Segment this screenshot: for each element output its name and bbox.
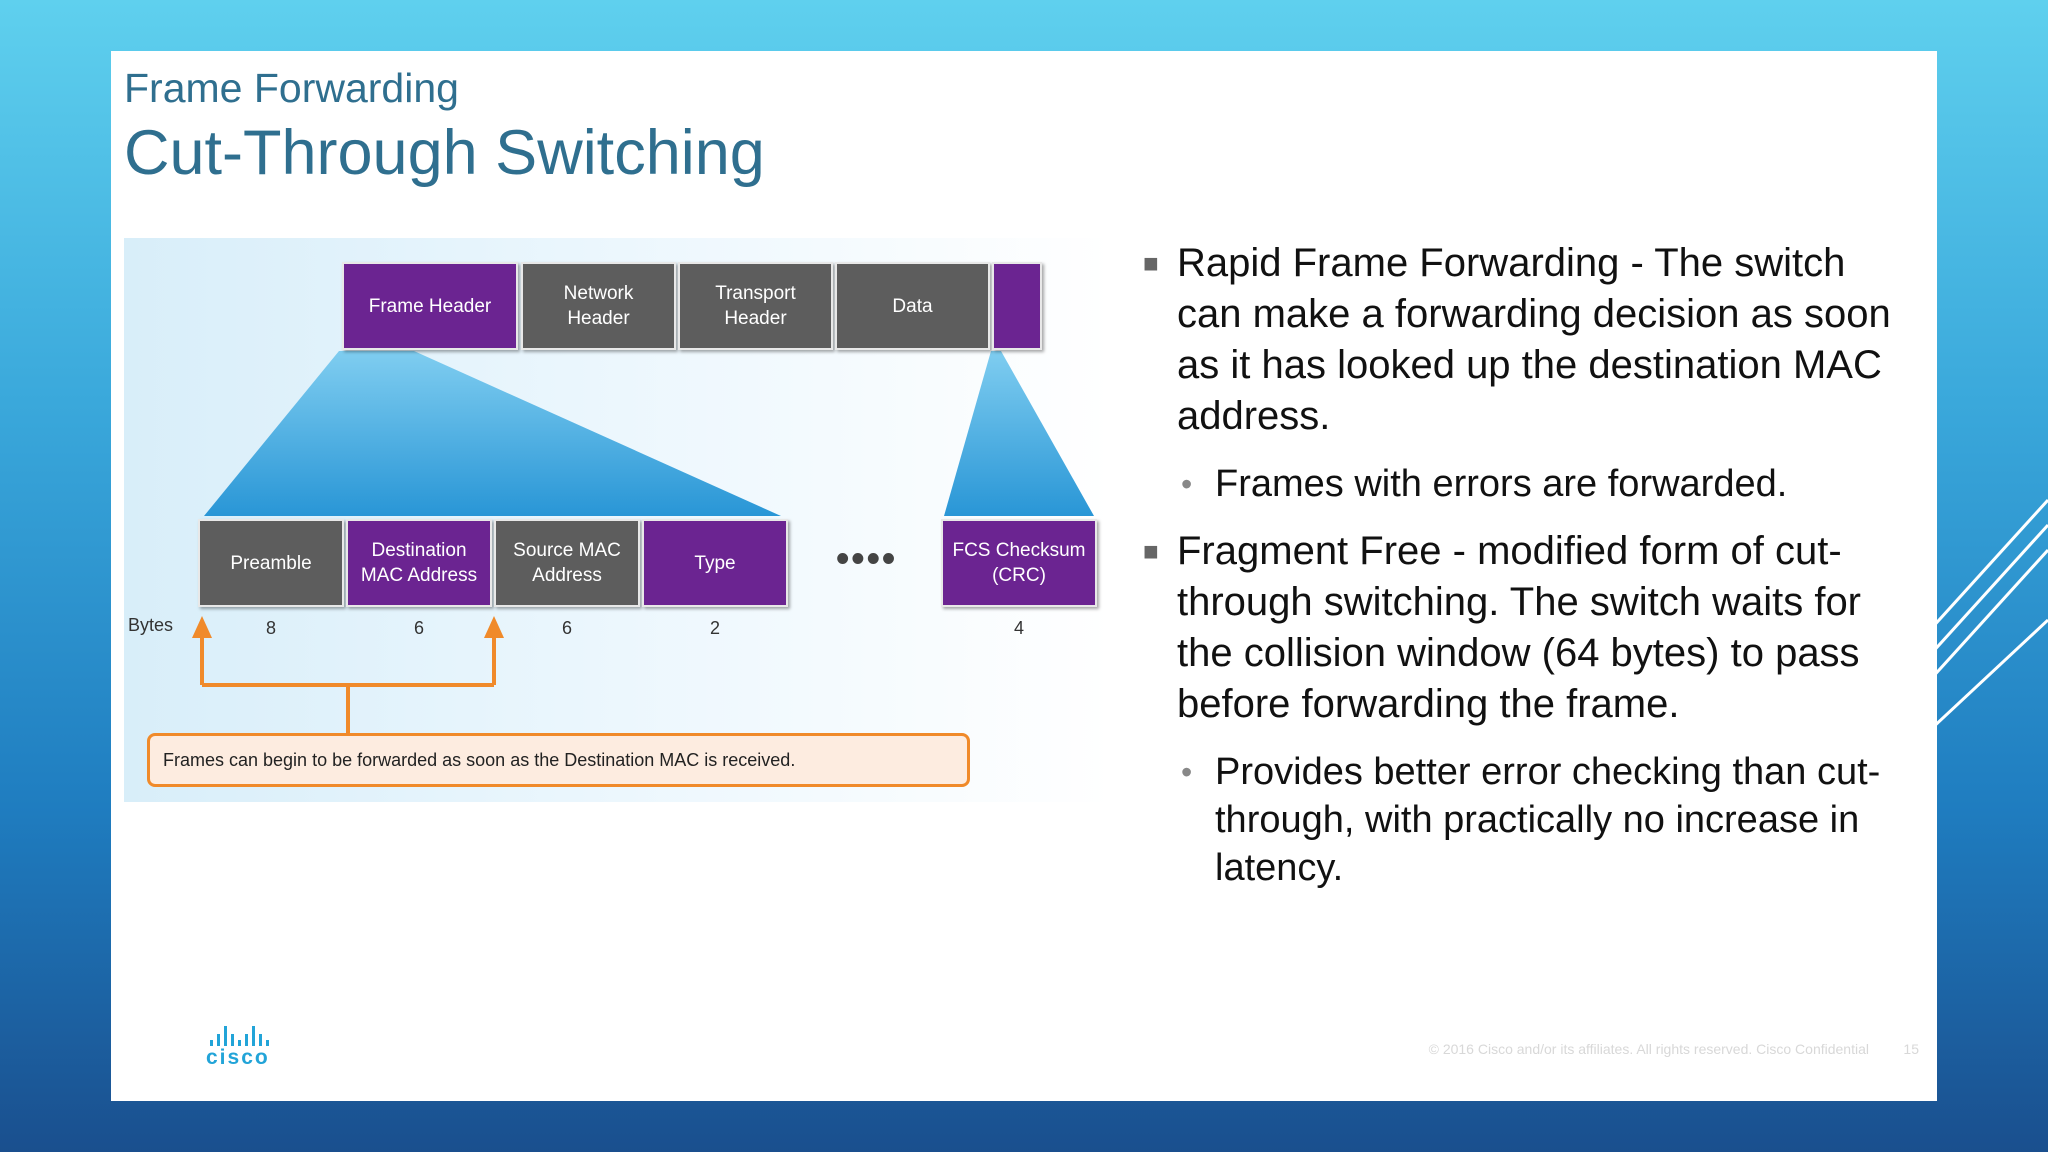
byte-count-destination-mac: 6 (413, 618, 424, 638)
type-box: Type (642, 519, 788, 607)
frame-diagram: Frame Header Network Header Transport He… (124, 238, 1111, 802)
network-header-box: Network Header (521, 262, 676, 350)
arrow-right-head (484, 616, 504, 638)
square-bullet-icon: ■ (1143, 248, 1159, 278)
slide-title: Cut-Through Switching (124, 118, 765, 188)
byte-count-fcs: 4 (1013, 618, 1024, 638)
slide: Frame Forwarding Cut-Through Switching F… (111, 51, 1937, 1101)
byte-count-type: 2 (709, 618, 720, 638)
decorative-lines (1930, 498, 2048, 732)
page-number: 15 (1903, 1041, 1919, 1057)
transport-header-box: Transport Header (678, 262, 833, 350)
dot-bullet-icon: • (1181, 754, 1193, 790)
diagram-graphics (192, 351, 1094, 733)
fcs-expansion-fan (944, 351, 1094, 516)
data-box: Data (835, 262, 990, 350)
slide-supertitle: Frame Forwarding (124, 65, 459, 111)
square-bullet-icon: ■ (1143, 536, 1159, 566)
bullet-list: ■Rapid Frame Forwarding - The switch can… (1139, 238, 1919, 910)
frame-header-box: Frame Header (342, 262, 518, 350)
header-expansion-fan (204, 351, 781, 516)
destination-mac-box: Destination MAC Address (346, 519, 492, 607)
ellipsis-dots: •••• (836, 538, 898, 580)
preamble-box: Preamble (198, 519, 344, 607)
cisco-logo: cisco (206, 1026, 286, 1071)
forwarding-callout: Frames can begin to be forwarded as soon… (147, 733, 970, 787)
sub-bullet-item: •Frames with errors are forwarded. (1139, 460, 1919, 508)
bullet-item: ■Fragment Free - modified form of cut-th… (1139, 526, 1919, 730)
frame-trailer-box (992, 262, 1042, 350)
cisco-bridge-icon (206, 1026, 286, 1046)
bytes-label: Bytes (128, 615, 174, 635)
cisco-wordmark: cisco (206, 1046, 270, 1069)
sub-bullet-item: •Provides better error checking than cut… (1139, 748, 1919, 892)
byte-count-source-mac: 6 (561, 618, 572, 638)
fcs-checksum-box: FCS Checksum (CRC) (941, 519, 1097, 607)
footer-copyright: © 2016 Cisco and/or its affiliates. All … (1428, 1041, 1869, 1057)
source-mac-box: Source MAC Address (494, 519, 640, 607)
byte-count-preamble: 8 (265, 618, 276, 638)
bullet-item: ■Rapid Frame Forwarding - The switch can… (1139, 238, 1919, 442)
dot-bullet-icon: • (1181, 466, 1193, 502)
arrow-left-head (192, 616, 212, 638)
